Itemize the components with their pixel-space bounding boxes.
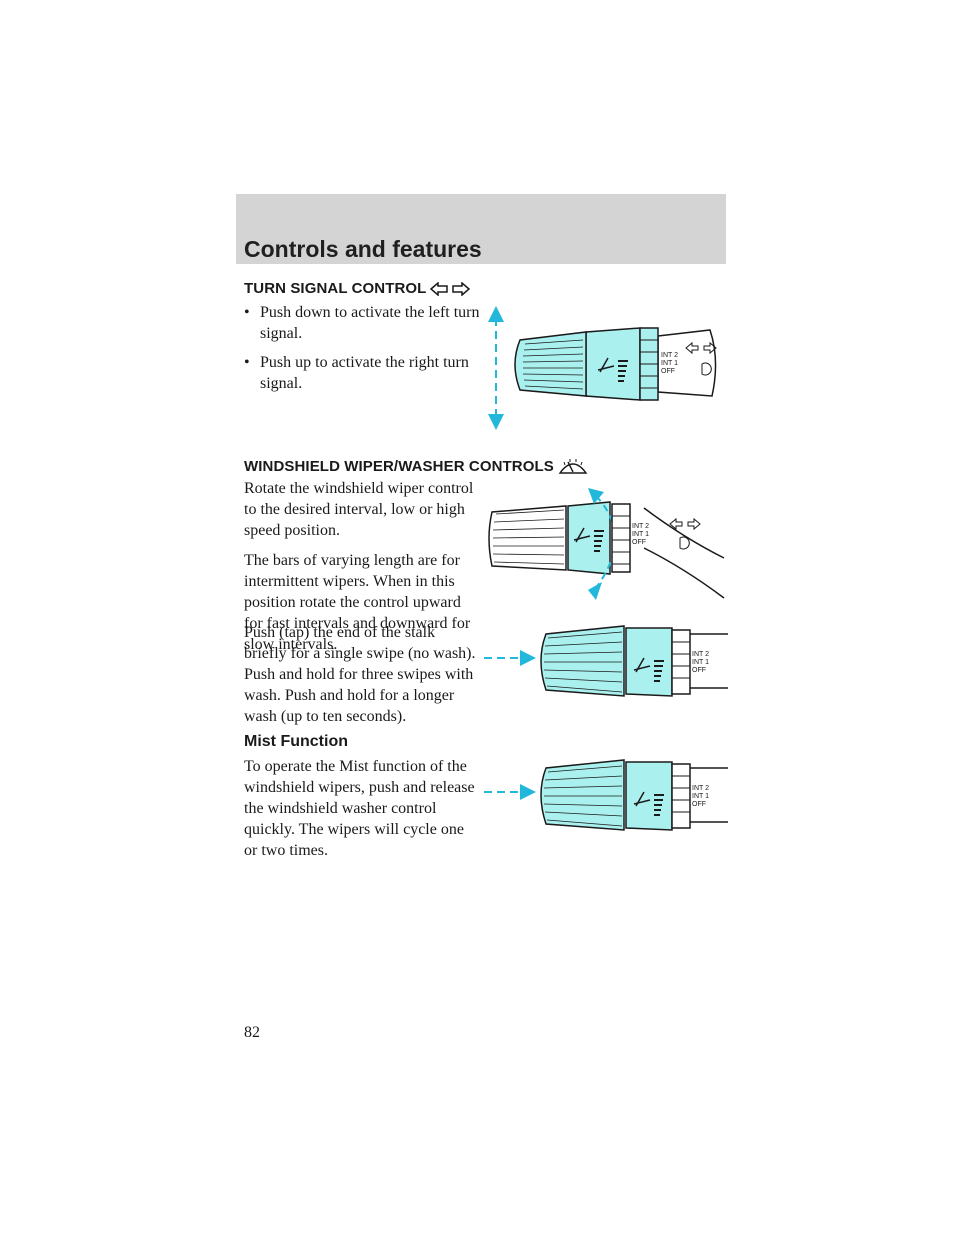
wiper-ring [567,501,611,575]
turn-signal-arrows-icon [669,517,683,531]
wiper-heading-text: WINDSHIELD WIPER/WASHER CONTROLS [244,457,554,475]
stalk-label-int2: INT 2 [692,651,709,658]
arrow-up-head [488,306,504,322]
page-title: Controls and features [244,236,482,262]
stalk-label-int2: INT 2 [632,523,649,530]
stalk-label-off: OFF [632,539,646,546]
headlamp-icon [701,362,712,376]
wiper-paragraph-1: Rotate the windshield wiper control to t… [244,480,474,539]
bullet-glyph: • [244,304,250,321]
push-arrow-head [520,784,536,800]
turn-signal-heading: TURN SIGNAL CONTROL [244,280,471,297]
turn-signal-arrows-icon [430,281,471,296]
wiper-rotation-figure: INT 2 INT 1 OFF [488,488,725,600]
windshield-wiper-icon [597,357,615,373]
stalk-label-off: OFF [692,667,706,674]
windshield-wiper-icon [573,527,591,543]
stalk-label-int2: INT 2 [692,785,709,792]
header-band [236,194,726,264]
wiper-ring [625,761,673,831]
stalk-label-int1: INT 1 [661,360,678,367]
wiper-push-figure: INT 2 INT 1 OFF [484,625,728,697]
wiper-ring [625,627,673,697]
windshield-wiper-icon [633,791,651,807]
headlamp-icon [679,536,690,550]
wiper-paragraph-2: The bars of varying length are for inter… [244,552,471,653]
mist-push-figure: INT 2 INT 1 OFF [484,759,728,831]
stalk-label-off: OFF [661,368,675,375]
wiper-heading: WINDSHIELD WIPER/WASHER CONTROLS [244,456,588,476]
speed-bars [654,660,664,682]
bullet-text: Push down to activate the left turn sign… [260,304,480,342]
speed-bars [594,530,604,552]
wiper-paragraph-3: Push (tap) the end of the stalk briefly … [244,624,476,725]
bullet-text: Push up to activate the right turn signa… [260,354,469,392]
turn-signal-arrows-icon [685,341,699,355]
stalk-label-int1: INT 1 [692,659,709,666]
windshield-wiper-icon [558,459,588,474]
stalk-label-off: OFF [692,801,706,808]
turn-signal-bullets: • Push down to activate the left turn sig… [244,302,480,402]
turn-signal-heading-text: TURN SIGNAL CONTROL [244,280,427,297]
mist-heading: Mist Function [244,733,348,750]
push-arrow-head [520,650,536,666]
bullet-glyph: • [244,354,250,371]
stalk-label-int2: INT 2 [661,352,678,359]
stalk-knob [540,759,625,831]
speed-bars [654,794,664,816]
windshield-wiper-icon [633,657,651,673]
list-item: • Push down to activate the left turn sig… [244,302,480,344]
stalk-label-int1: INT 1 [692,793,709,800]
stalk-knob [540,625,625,697]
mist-paragraph-1: To operate the Mist function of the wind… [244,758,475,859]
stalk-label-int1: INT 1 [632,531,649,538]
speed-bars [618,360,628,382]
wiper-ring [585,327,641,401]
list-item: • Push up to activate the right turn sign… [244,352,480,394]
arrow-down-head [488,414,504,430]
page-number: 82 [244,1024,260,1041]
turn-signal-stalk-figure: INT 2 INT 1 OFF [488,306,717,430]
